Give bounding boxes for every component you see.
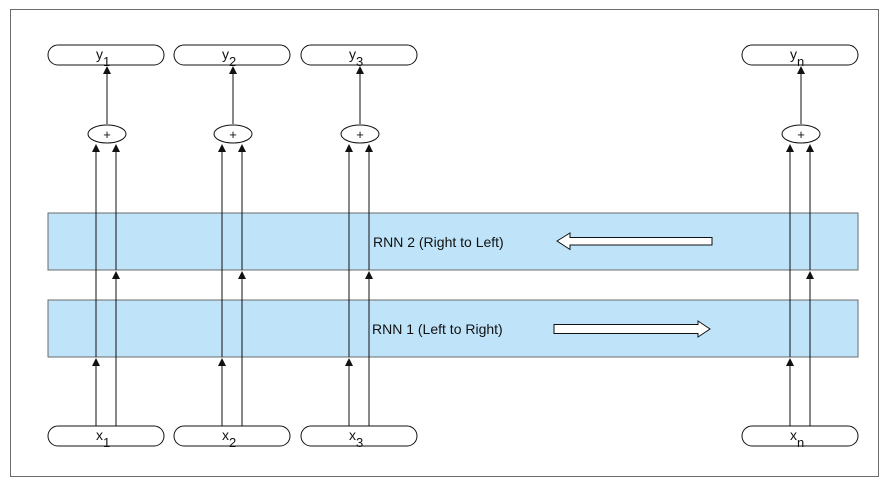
output-node-4 bbox=[741, 44, 859, 66]
combine-node-2 bbox=[213, 124, 253, 144]
input-node-2 bbox=[173, 425, 291, 447]
output-label-4-subscript: n bbox=[797, 54, 805, 69]
output-node-3 bbox=[300, 44, 418, 66]
output-label-4: yn bbox=[790, 46, 804, 68]
combine-node-1 bbox=[87, 124, 127, 144]
output-label-1-subscript: 1 bbox=[103, 54, 111, 69]
plus-symbol-1: + bbox=[103, 127, 111, 142]
output-node-2 bbox=[173, 44, 291, 66]
plus-symbol-3: + bbox=[356, 127, 364, 142]
input-label-2-var: x bbox=[222, 427, 229, 443]
input-node-1 bbox=[47, 425, 165, 447]
output-label-2: y2 bbox=[222, 46, 236, 68]
input-label-1: x1 bbox=[96, 427, 110, 449]
input-label-2: x2 bbox=[222, 427, 236, 449]
output-label-2-var: y bbox=[222, 46, 229, 62]
output-label-1-var: y bbox=[96, 46, 103, 62]
output-label-4-var: y bbox=[790, 46, 797, 62]
combine-node-4 bbox=[781, 124, 821, 144]
input-label-4-subscript: n bbox=[797, 435, 805, 450]
input-label-4-var: x bbox=[790, 427, 797, 443]
plus-symbol-2: + bbox=[229, 127, 237, 142]
output-label-3-subscript: 3 bbox=[356, 54, 364, 69]
input-label-1-subscript: 1 bbox=[103, 435, 111, 450]
input-label-3: x3 bbox=[349, 427, 363, 449]
output-label-1: y1 bbox=[96, 46, 110, 68]
input-label-1-var: x bbox=[96, 427, 103, 443]
combine-node-3 bbox=[340, 124, 380, 144]
rnn-backward-layer bbox=[47, 212, 859, 271]
rnn-backward-label: RNN 2 (Right to Left) bbox=[373, 234, 504, 250]
input-node-3 bbox=[300, 425, 418, 447]
output-label-3-var: y bbox=[349, 46, 356, 62]
plus-symbol-4: + bbox=[797, 127, 805, 142]
input-node-4 bbox=[741, 425, 859, 447]
left-direction-arrow bbox=[556, 232, 713, 251]
output-label-3: y3 bbox=[349, 46, 363, 68]
input-label-4: xn bbox=[790, 427, 804, 449]
input-label-3-var: x bbox=[349, 427, 356, 443]
output-label-2-subscript: 2 bbox=[229, 54, 237, 69]
output-node-1 bbox=[47, 44, 165, 66]
rnn-forward-layer bbox=[47, 299, 859, 358]
rnn-forward-label: RNN 1 (Left to Right) bbox=[372, 321, 503, 337]
input-label-2-subscript: 2 bbox=[229, 435, 237, 450]
right-direction-arrow bbox=[553, 320, 711, 338]
input-label-3-subscript: 3 bbox=[356, 435, 364, 450]
